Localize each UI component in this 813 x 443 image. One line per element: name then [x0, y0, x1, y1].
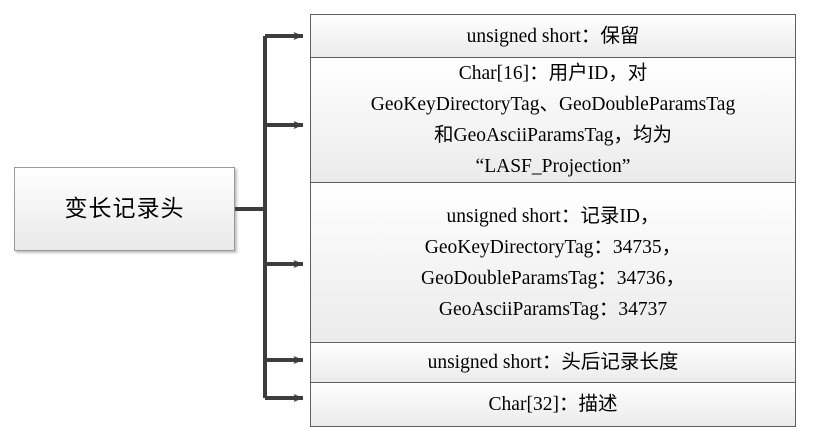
source-node-variable-length-record-header[interactable]: 变长记录头 [14, 167, 235, 251]
field-row-label: unsigned short：保留 [466, 25, 640, 47]
field-row-reserved[interactable]: unsigned short：保留 [311, 15, 795, 58]
field-row-label: Char[32]：描述 [488, 394, 618, 415]
field-row-description[interactable]: Char[32]：描述 [311, 383, 795, 426]
field-row-record-id[interactable]: unsigned short：记录ID， GeoKeyDirectoryTag：… [311, 183, 795, 343]
field-row-label: unsigned short：记录ID， GeoKeyDirectoryTag：… [420, 205, 685, 320]
field-row-user-id[interactable]: Char[16]：用户ID，对 GeoKeyDirectoryTag、GeoDo… [311, 58, 795, 183]
field-stack: unsigned short：保留 Char[16]：用户ID，对 GeoKey… [310, 14, 796, 427]
field-row-record-length[interactable]: unsigned short：头后记录长度 [311, 343, 795, 383]
field-row-label: Char[16]：用户ID，对 GeoKeyDirectoryTag、GeoDo… [370, 63, 736, 177]
source-node-label: 变长记录头 [64, 195, 185, 221]
field-row-label: unsigned short：头后记录长度 [427, 352, 679, 373]
